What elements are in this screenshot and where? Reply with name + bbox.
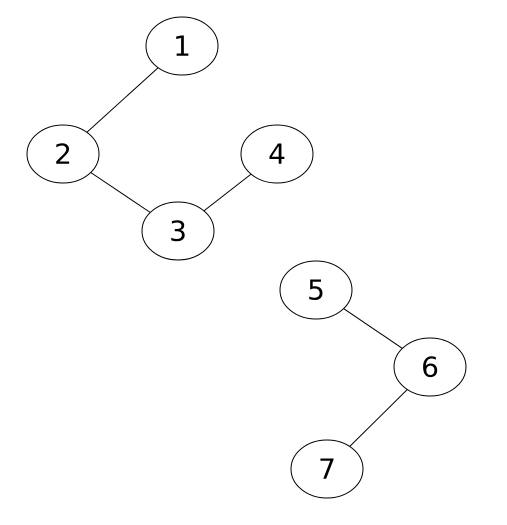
node-ellipse	[141, 201, 215, 261]
graph-node-3: 3	[141, 201, 215, 261]
node-ellipse	[279, 260, 353, 320]
edge-n6-n7	[349, 389, 408, 447]
edge-n3-n4	[203, 173, 252, 212]
node-ellipse	[290, 439, 364, 499]
node-ellipse	[393, 337, 467, 397]
graph-node-5: 5	[279, 260, 353, 320]
node-label: 1	[173, 30, 191, 63]
graph-node-6: 6	[393, 337, 467, 397]
node-label: 6	[421, 351, 439, 384]
graph-edges	[86, 67, 408, 447]
node-ellipse	[240, 124, 314, 184]
node-label: 7	[318, 453, 336, 486]
graph-node-1: 1	[145, 16, 219, 76]
edge-n2-n3	[90, 172, 151, 213]
graph-node-4: 4	[240, 124, 314, 184]
node-label: 5	[307, 274, 325, 307]
node-label: 4	[268, 138, 286, 171]
node-label: 3	[169, 215, 187, 248]
edge-n5-n6	[343, 308, 403, 349]
node-ellipse	[145, 16, 219, 76]
graph-node-7: 7	[290, 439, 364, 499]
graph-node-2: 2	[26, 124, 100, 184]
node-ellipse	[26, 124, 100, 184]
graph-nodes: 1 2 3 4 5 6 7	[26, 16, 467, 499]
node-label: 2	[54, 138, 72, 171]
edge-n1-n2	[86, 67, 159, 133]
